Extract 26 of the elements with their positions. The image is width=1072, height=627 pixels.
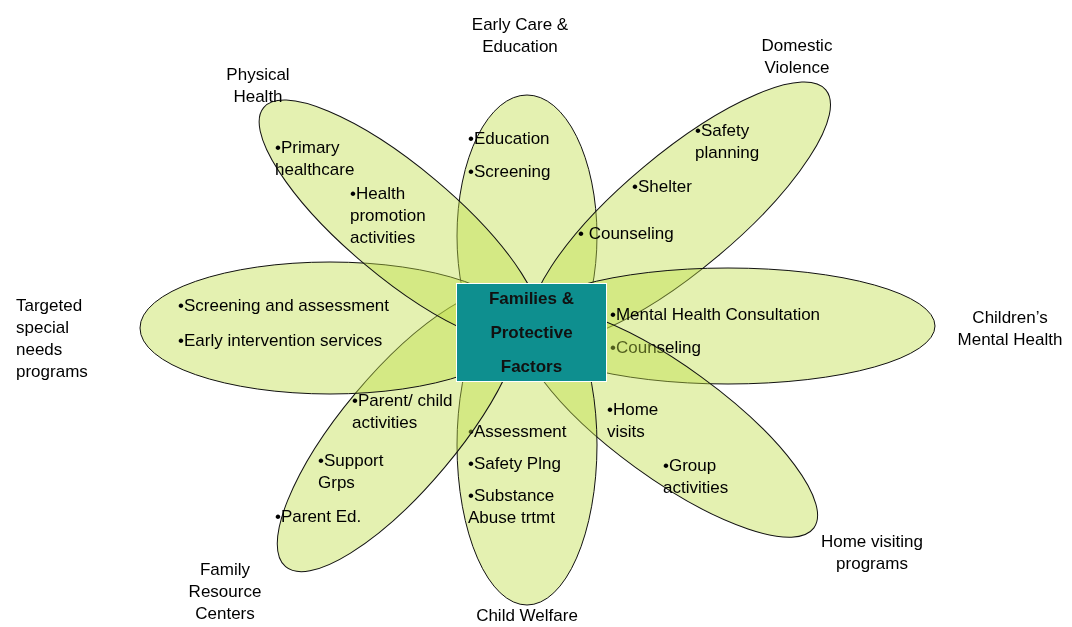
bullet-item: •Health promotion activities (350, 183, 427, 249)
center-box: Families & Protective Factors (456, 283, 607, 382)
category-heading: Children’s Mental Health (956, 307, 1064, 351)
category-heading: Early Care & Education (470, 14, 570, 58)
bullet-item: •Parent/ child activities (352, 390, 454, 434)
category-heading: Family Resource Centers (187, 559, 263, 625)
bullet-item: •Primary healthcare (275, 137, 356, 181)
bullet-item: •Parent Ed. (275, 506, 363, 528)
bullet-item: •Safety Plng (468, 453, 562, 475)
bullet-item: • Counseling (578, 223, 675, 245)
bullet-item: •Substance Abuse trtmt (468, 485, 556, 529)
bullet-item: •Safety planning (695, 120, 761, 164)
bullet-item: •Home visits (607, 399, 660, 443)
bullet-item: •Screening and assessment (178, 295, 390, 317)
category-heading: Physical Health (225, 64, 291, 108)
bullet-item: •Early intervention services (178, 330, 384, 352)
category-heading: Home visiting programs (819, 531, 924, 575)
bullet-item: •Shelter (632, 176, 693, 198)
bullet-item: •Education (468, 128, 551, 150)
bullet-item: •Group activities (663, 455, 730, 499)
category-heading: Child Welfare (475, 605, 579, 627)
bullet-item: •Screening (468, 161, 552, 183)
bullet-item: •Support Grps (318, 450, 385, 494)
bullet-item: •Mental Health Consultation (610, 304, 822, 326)
category-heading: Targeted special needs programs (16, 295, 89, 383)
category-heading: Domestic Violence (760, 35, 834, 79)
